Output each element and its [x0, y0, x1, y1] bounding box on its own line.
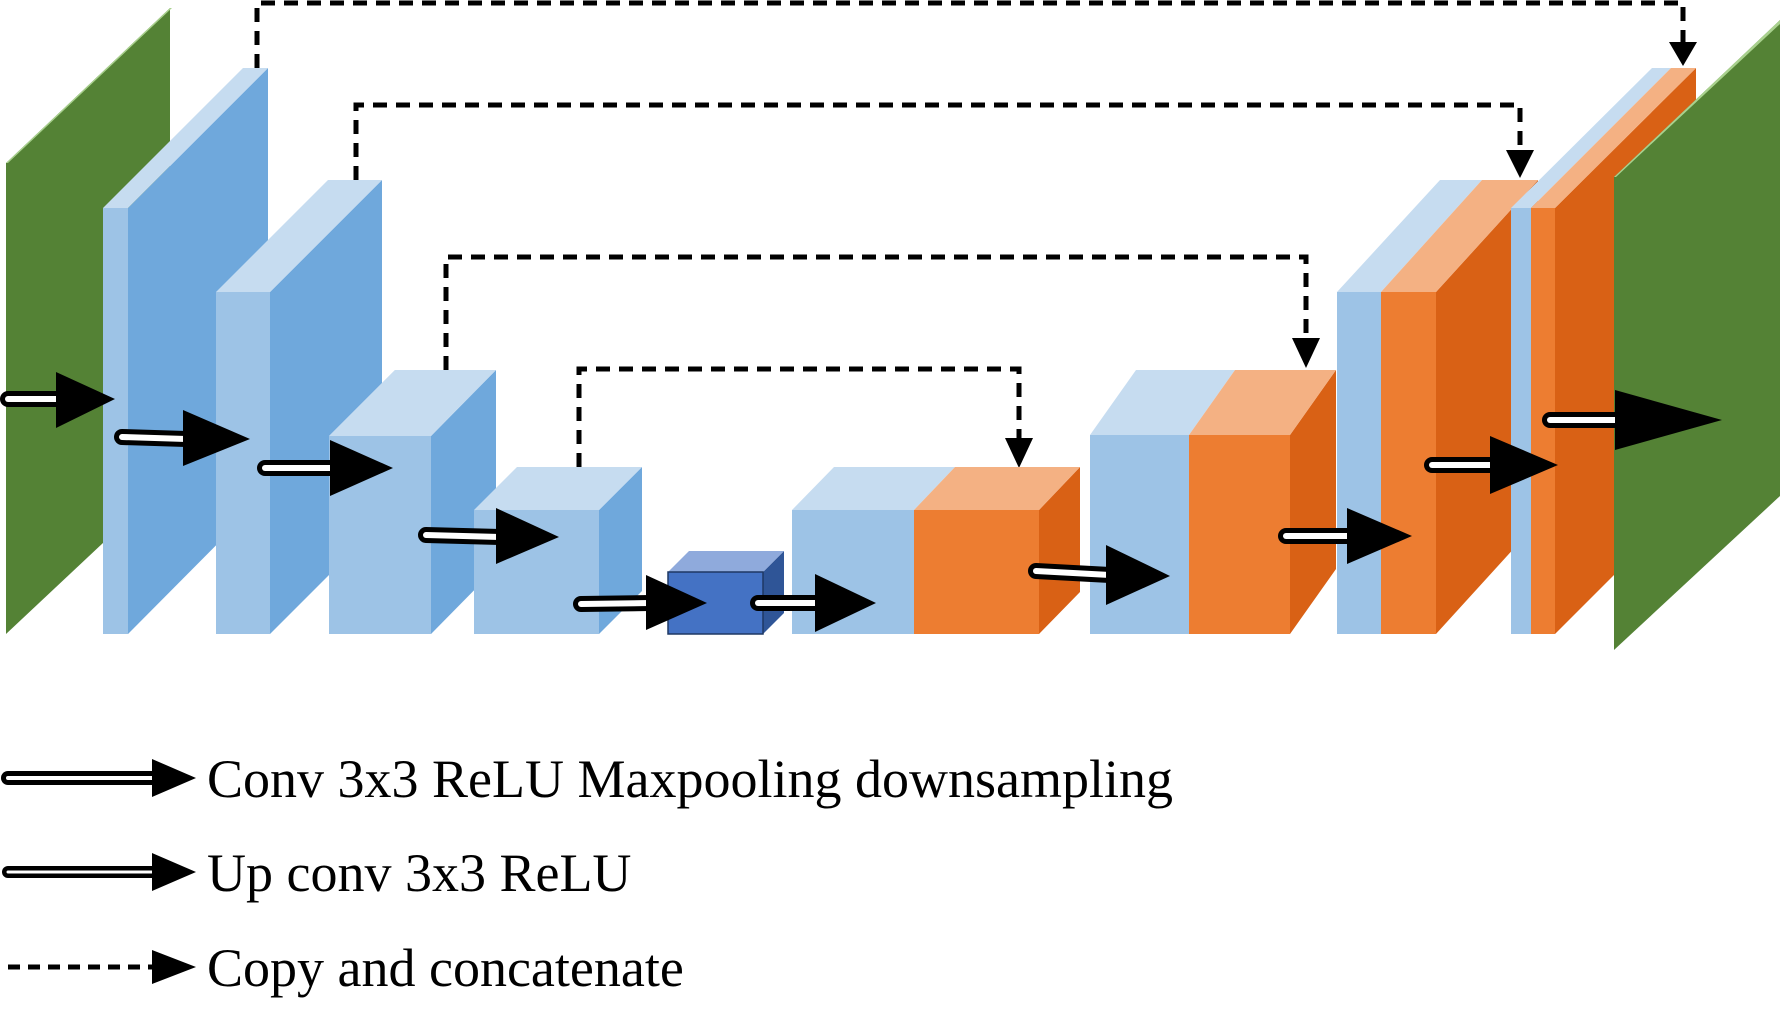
- flow-arrows: [0, 372, 1722, 632]
- encoder-block-4: [474, 467, 642, 634]
- output-plane: [1614, 20, 1780, 650]
- skip-arrowhead-3: [1292, 338, 1320, 368]
- skip-arrowhead-1: [1669, 42, 1697, 66]
- flow-arrow: [1028, 545, 1170, 605]
- flow-arrow: [1542, 390, 1722, 450]
- flow-arrow: [1278, 508, 1412, 564]
- outlined-thin-arrow-icon: [2, 853, 196, 891]
- legend-item-conv-downsampling: Conv 3x3 ReLU Maxpooling downsampling: [1, 749, 1173, 809]
- flow-arrow: [573, 575, 707, 630]
- flow-arrow: [257, 440, 393, 496]
- skip-connection-level-2: [353, 102, 1523, 180]
- outlined-thick-arrow-icon: [1, 759, 196, 797]
- bottleneck-block: [667, 551, 784, 635]
- skip-arrowheads: [1005, 42, 1697, 468]
- legend: Conv 3x3 ReLU Maxpooling downsampling Up…: [1, 749, 1173, 998]
- skip-connection-level-3: [443, 254, 1309, 370]
- flow-arrow: [0, 372, 115, 428]
- skip-connection-level-4: [576, 366, 1022, 467]
- skip-connection-level-1: [254, 0, 1686, 68]
- skip-connections: [254, 0, 1686, 467]
- dashed-arrow-icon: [8, 950, 196, 984]
- skip-arrowhead-4: [1005, 438, 1033, 468]
- legend-item-up-conv: Up conv 3x3 ReLU: [2, 843, 631, 903]
- legend-label-copy-concatenate: Copy and concatenate: [207, 938, 684, 998]
- decoder-block-3: [1337, 180, 1538, 634]
- flow-arrow: [114, 410, 250, 466]
- decoder-block-1: [792, 467, 1080, 634]
- flow-arrow: [1424, 436, 1558, 494]
- legend-label-up-conv: Up conv 3x3 ReLU: [207, 843, 631, 903]
- flow-arrow: [418, 508, 559, 564]
- legend-item-copy-concatenate: Copy and concatenate: [8, 938, 684, 998]
- legend-label-conv-downsampling: Conv 3x3 ReLU Maxpooling downsampling: [207, 749, 1173, 809]
- flow-arrow: [750, 574, 876, 632]
- skip-arrowhead-2: [1506, 150, 1534, 178]
- decoder-block-2: [1090, 370, 1336, 634]
